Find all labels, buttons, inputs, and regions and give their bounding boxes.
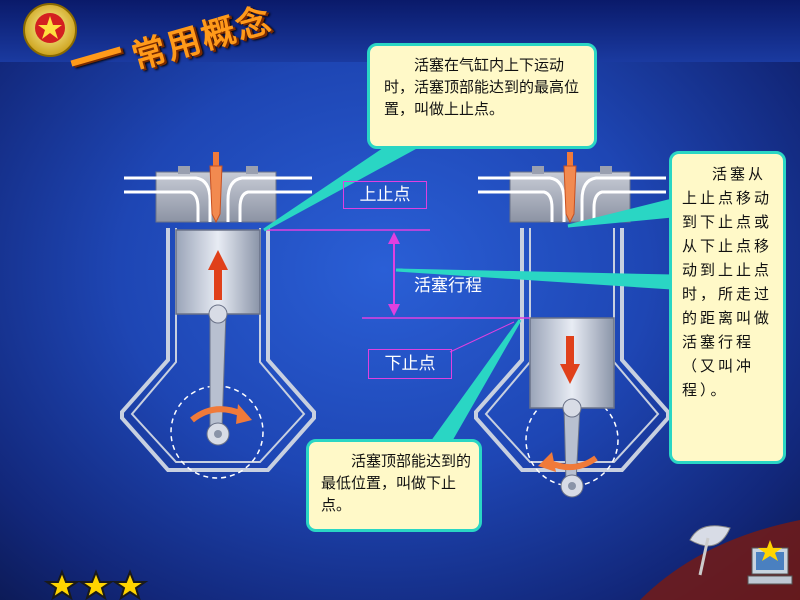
stroke-dimension	[266, 229, 530, 353]
bdc-callout: 活塞顶部能达到的最低位置，叫做下止点。	[306, 439, 482, 532]
piston-up-arrow-icon	[208, 250, 228, 300]
tdc-callout: 活塞在气缸内上下运动时，活塞顶部能达到的最高位置，叫做上止点。	[367, 43, 597, 149]
army-emblem-icon	[23, 3, 77, 57]
piston-down-arrow-icon	[560, 336, 580, 384]
engine-right	[474, 152, 670, 498]
bdc-label: 下止点	[368, 349, 452, 379]
stroke-label: 活塞行程	[414, 276, 482, 296]
stars	[43, 569, 149, 600]
satellite-dish-computer-icon	[640, 520, 800, 600]
engine-left	[120, 152, 316, 479]
star-icon	[111, 569, 149, 600]
star-icon	[43, 569, 81, 600]
star-icon	[77, 569, 115, 600]
stroke-callout: 活塞从上止点移动到下止点或从下止点移动到上止点时，所走过的距离叫做活塞行程（又叫…	[669, 151, 786, 464]
tdc-label: 上止点	[343, 181, 427, 209]
